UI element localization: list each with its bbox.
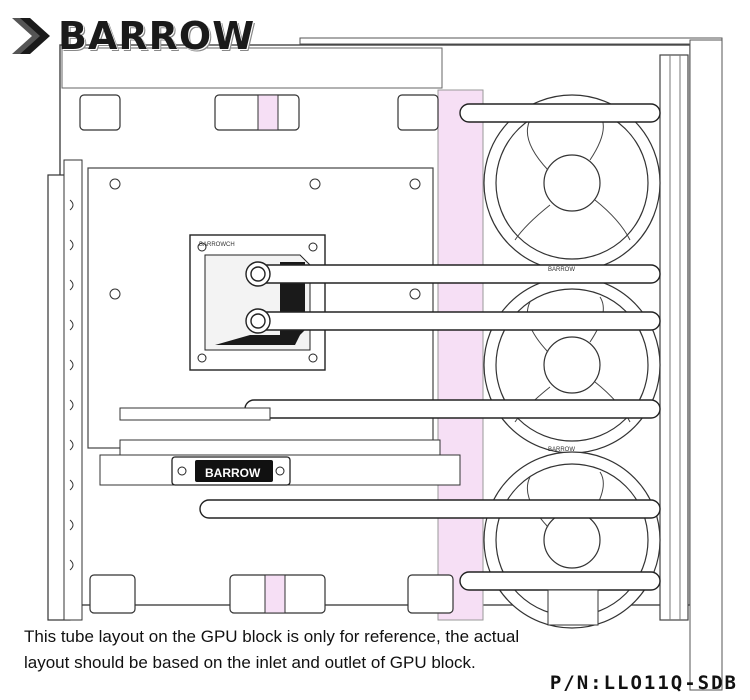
- gpu-card: [99, 407, 461, 486]
- fan-label-2: BARROW: [548, 447, 575, 453]
- brand-name: BARROW: [58, 14, 256, 58]
- note-line-2: layout should be based on the inlet and …: [24, 653, 476, 672]
- reference-note: This tube layout on the GPU block is onl…: [24, 624, 624, 676]
- note-line-1: This tube layout on the GPU block is onl…: [24, 627, 520, 646]
- part-number: P/N:LLO11Q-SDB: [549, 672, 738, 694]
- brand-header: BARROW: [8, 10, 255, 62]
- gpu-block-brand-text: BARROW: [205, 466, 261, 480]
- cpu-water-block: [189, 234, 326, 371]
- radiator-fans: [483, 94, 661, 629]
- fan-label-1: BARROW: [548, 267, 575, 273]
- cpu-block-brand-text: BARROWCH: [199, 242, 235, 248]
- barrow-chevron-logo-icon: [12, 18, 50, 54]
- water-tubes: [199, 103, 661, 591]
